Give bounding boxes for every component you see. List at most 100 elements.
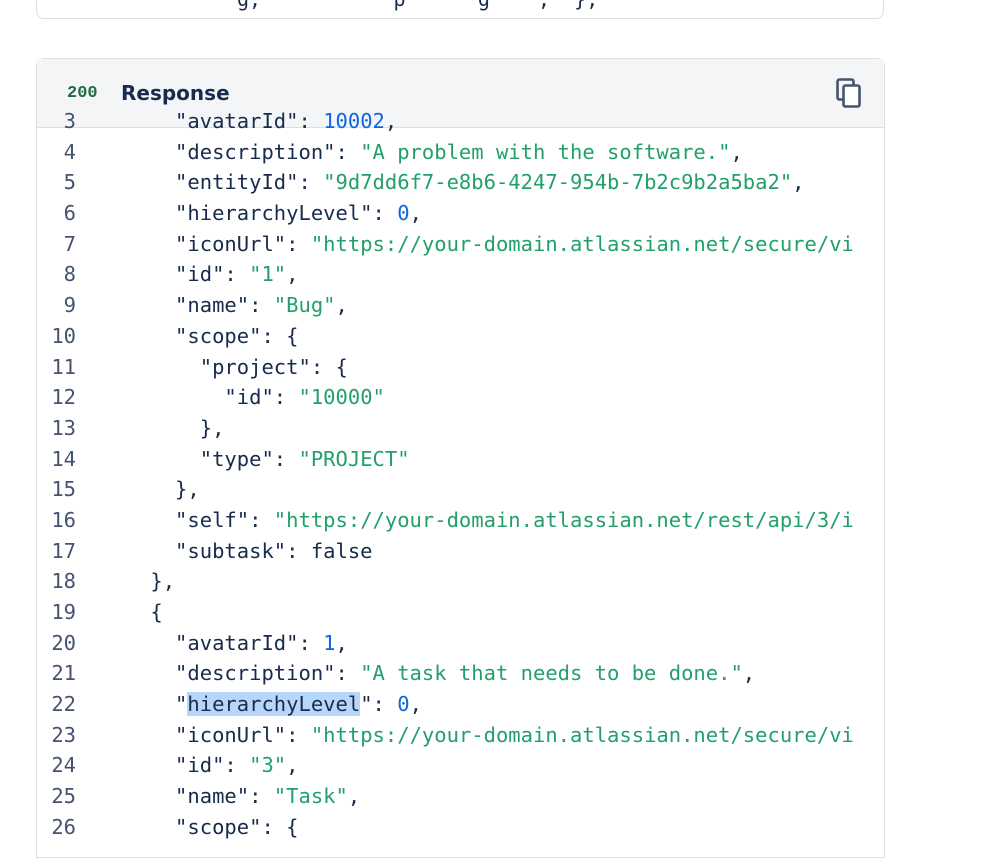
previous-code-line: g, p g , },	[237, 0, 598, 11]
code-line: 11 "project": {	[37, 352, 884, 383]
code-line: 23 "iconUrl": "https://your-domain.atlas…	[37, 720, 884, 751]
code-text: "scope": {	[101, 812, 298, 843]
code-token: "description":	[101, 139, 361, 164]
line-number: 24	[51, 753, 76, 778]
code-token: "scope": {	[101, 323, 299, 348]
code-token: "id":	[101, 262, 250, 287]
code-token: "project": {	[101, 354, 348, 379]
code-text: "avatarId": 10002,	[101, 106, 397, 137]
code-line: 14 "type": "PROJECT"	[37, 444, 884, 475]
code-token: "hierarchyLevel":	[101, 201, 398, 226]
selected-text: hierarchyLevel	[187, 692, 361, 717]
code-text: "project": {	[101, 352, 348, 383]
code-token: "https://your-domain.atlassian.net/secur…	[310, 722, 854, 747]
code-token: ,	[730, 139, 743, 164]
code-token: avatarId	[187, 109, 287, 133]
code-line: 15 },	[37, 474, 884, 505]
code-text: "name": "Task",	[101, 781, 360, 812]
code-token: ":	[360, 692, 398, 717]
line-number: 17	[51, 538, 76, 563]
line-number: 14	[51, 446, 76, 471]
code-text: "self": "https://your-domain.atlassian.n…	[101, 505, 854, 536]
code-line: 19 {	[37, 597, 884, 628]
code-text: "subtask": false	[101, 536, 373, 567]
code-line: 17 "subtask": false	[37, 536, 884, 567]
code-token: 10002	[323, 109, 385, 133]
code-token: },	[101, 477, 200, 502]
line-number: 18	[51, 569, 76, 594]
code-line: 21 "description": "A task that needs to …	[37, 658, 884, 689]
code-line: 22 "hierarchyLevel": 0,	[37, 689, 884, 720]
line-number: 9	[63, 293, 76, 318]
line-number: 10	[51, 323, 76, 348]
code-line: 25 "name": "Task",	[37, 781, 884, 812]
code-token: "	[101, 109, 188, 133]
code-text: "type": "PROJECT"	[101, 444, 410, 475]
code-line: 26 "scope": {	[37, 812, 884, 843]
copy-button[interactable]	[832, 75, 866, 111]
code-text: },	[101, 566, 175, 597]
code-line: 6 "hierarchyLevel": 0,	[37, 198, 884, 229]
response-header: 200 Response	[37, 59, 884, 128]
line-number: 5	[63, 170, 76, 195]
code-lines: 3 "avatarId": 10002,4 "description": "A …	[37, 106, 884, 843]
code-text: },	[101, 413, 225, 444]
code-token: "iconUrl":	[101, 722, 311, 747]
previous-code-card: g, p g , },	[36, 0, 884, 19]
code-token: "	[101, 692, 188, 717]
code-token: "type":	[101, 446, 299, 471]
code-text: "hierarchyLevel": 0,	[101, 198, 422, 229]
line-number: 11	[51, 354, 76, 379]
code-text: "hierarchyLevel": 0,	[101, 689, 422, 720]
code-token: "description":	[101, 661, 361, 686]
line-number: 21	[51, 661, 76, 686]
code-text: "description": "A problem with the softw…	[101, 137, 743, 168]
code-token: ,	[742, 661, 756, 686]
code-token: "subtask": false	[101, 538, 373, 563]
code-line: 18 },	[37, 566, 884, 597]
response-panel: 200 Response 3 "avatarId": 10002,4 "desc…	[36, 58, 885, 858]
code-token: ,	[792, 170, 805, 195]
code-token: "id":	[101, 753, 250, 778]
code-token: "name":	[101, 784, 274, 809]
code-token: ":	[286, 109, 324, 133]
response-title: Response	[121, 81, 230, 105]
code-token: ,	[335, 630, 348, 655]
code-text: "description": "A task that needs to be …	[101, 658, 755, 689]
line-number: 25	[51, 784, 76, 809]
code-line: 12 "id": "10000"	[37, 382, 884, 413]
code-token: 0	[397, 201, 410, 226]
code-line: 7 "iconUrl": "https://your-domain.atlass…	[37, 229, 884, 260]
code-token: "self":	[101, 507, 274, 532]
line-number: 13	[51, 415, 76, 440]
code-token: ,	[347, 784, 361, 809]
code-token: "id":	[101, 385, 299, 410]
copy-icon	[836, 78, 861, 108]
code-text: "scope": {	[101, 321, 298, 352]
line-number: 7	[63, 231, 76, 256]
code-token: ,	[286, 262, 299, 287]
line-number: 16	[51, 507, 76, 532]
code-text: },	[101, 474, 200, 505]
code-token: "10000"	[298, 385, 385, 410]
code-token: "entityId":	[101, 170, 324, 195]
code-token: "iconUrl":	[101, 231, 311, 256]
code-token: "avatarId":	[101, 630, 324, 655]
code-text: "iconUrl": "https://your-domain.atlassia…	[101, 720, 854, 751]
code-token: ,	[384, 109, 398, 133]
line-number: 20	[51, 630, 76, 655]
line-number: 23	[51, 722, 76, 747]
line-number: 22	[51, 692, 76, 717]
code-token: "name":	[101, 293, 274, 318]
code-token: "A task that needs to be done."	[360, 661, 743, 686]
line-number: 3	[63, 109, 76, 133]
code-text: "id": "1",	[101, 259, 298, 290]
code-token: "PROJECT"	[298, 446, 410, 471]
code-text: "iconUrl": "https://your-domain.atlassia…	[101, 229, 854, 260]
code-text: "avatarId": 1,	[101, 628, 348, 659]
code-token: ,	[286, 753, 299, 778]
line-number: 4	[63, 139, 76, 164]
code-token: 0	[397, 692, 410, 717]
code-token: "https://your-domain.atlassian.net/rest/…	[273, 507, 854, 532]
code-viewer[interactable]: 3 "avatarId": 10002,4 "description": "A …	[37, 109, 884, 857]
